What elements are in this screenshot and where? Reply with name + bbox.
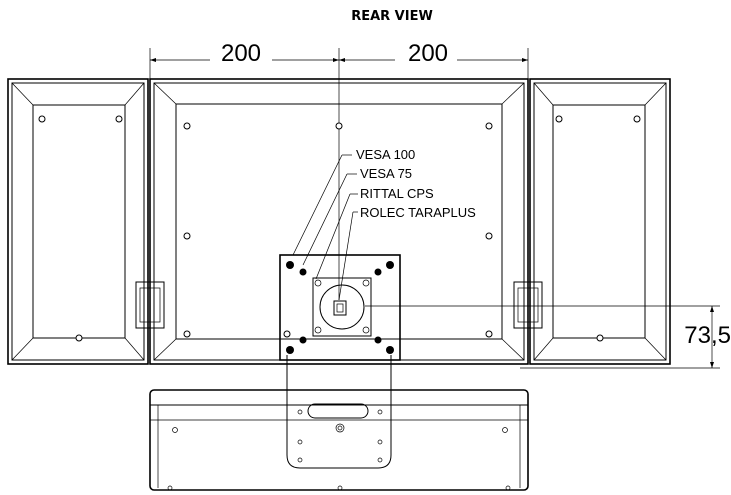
stand-column — [286, 355, 392, 469]
label-vesa-100: VESA 100 — [356, 147, 415, 162]
panel-screws — [38, 115, 641, 342]
mounting-plate — [279, 254, 401, 361]
label-rittal-cps: RITTAL CPS — [360, 186, 434, 201]
width-dimension — [149, 48, 529, 300]
dimension-left-200: 200 — [221, 40, 261, 67]
right-wing-panel — [513, 78, 671, 365]
left-wing-panel — [7, 78, 165, 365]
label-vesa-75: VESA 75 — [360, 166, 412, 181]
drawing-title: REAR VIEW — [351, 9, 433, 24]
dimension-offset-73-5: 73,5 — [684, 322, 731, 349]
dimension-right-200: 200 — [408, 40, 448, 67]
stand-base — [149, 389, 529, 491]
label-rolec-taraplus: ROLEC TARAPLUS — [360, 205, 476, 220]
offset-dimension — [365, 305, 720, 369]
mount-leader-lines — [292, 154, 358, 301]
